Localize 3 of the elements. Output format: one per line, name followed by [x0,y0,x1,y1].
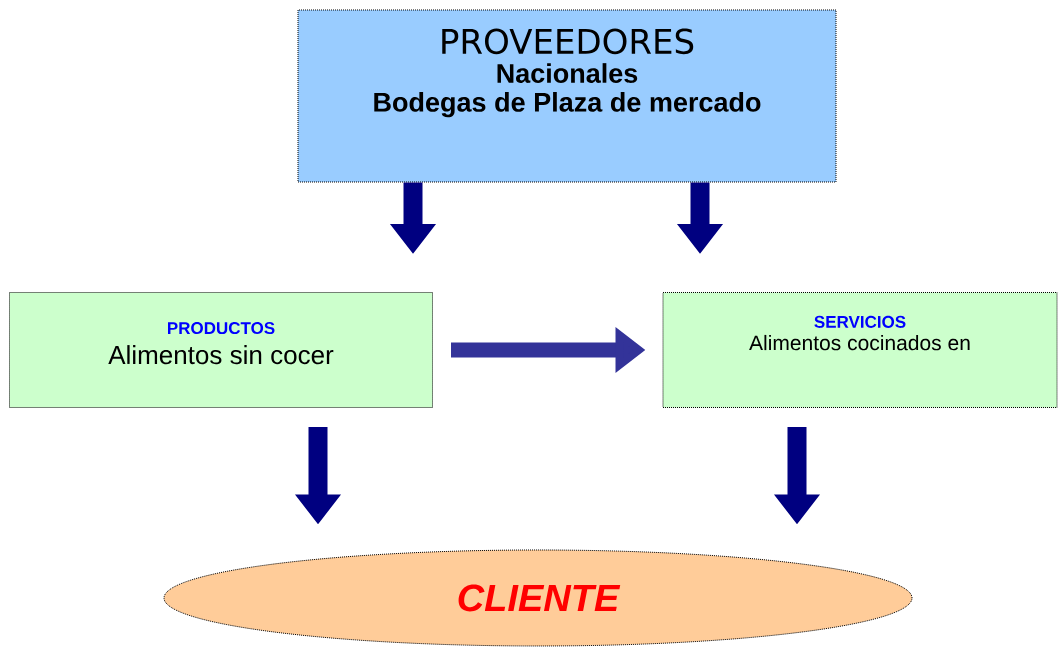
services-box: SERVICIOS Alimentos cocinados en [662,292,1058,408]
supplier-box: PROVEEDORES Nacionales Bodegas de Plaza de mercado [297,9,837,183]
products-box: PRODUCTOS Alimentos sin cocer [9,292,433,408]
